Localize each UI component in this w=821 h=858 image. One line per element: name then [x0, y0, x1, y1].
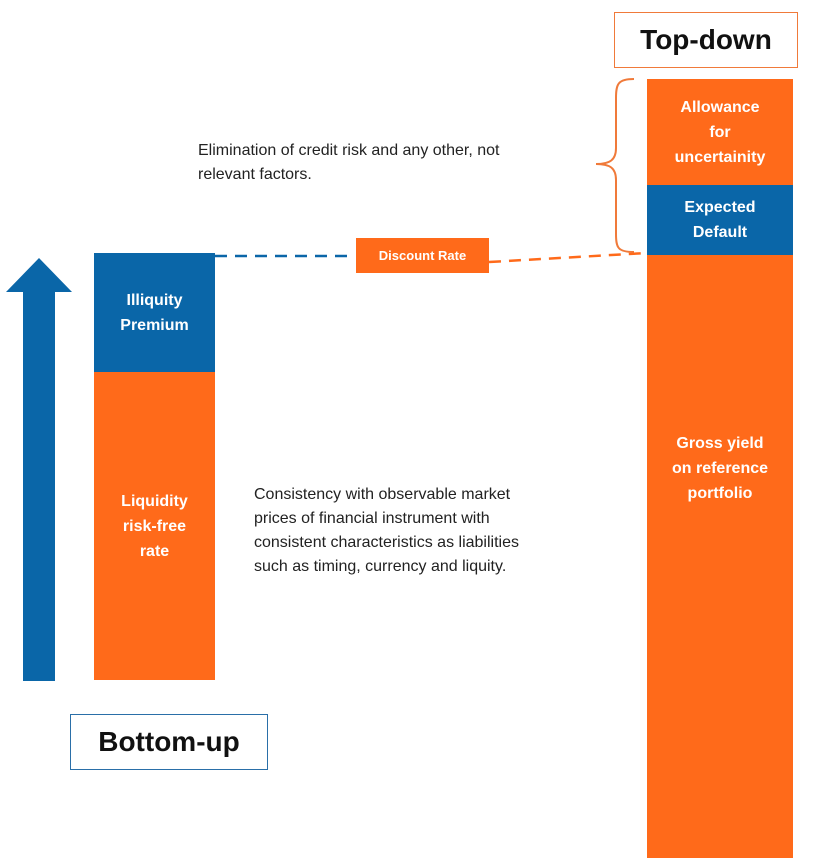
expected-default-label: Expected Default: [684, 199, 756, 241]
up-arrow-icon: [6, 258, 72, 681]
risk-free-rate-label: Liquidity risk-free rate: [121, 492, 188, 560]
gross-yield-block: Gross yield on reference portfolio: [647, 255, 793, 858]
bottom-up-text: Bottom-up: [98, 726, 240, 757]
illiquidity-premium-label: Illiquity Premium: [120, 291, 189, 334]
discount-rate-connector: [215, 251, 648, 264]
allowance-uncertainty-label: Allowance for uncertainity: [674, 98, 766, 166]
top-down-text: Top-down: [640, 24, 772, 55]
credit-risk-note: Elimination of credit risk and any other…: [198, 142, 500, 183]
gross-yield-label: Gross yield on reference portfolio: [671, 435, 769, 502]
discount-rate-text: Discount Rate: [378, 248, 467, 263]
curly-brace-icon: [595, 78, 635, 253]
risk-free-rate-block: Liquidity risk-free rate: [94, 372, 215, 680]
allowance-uncertainty-block: Allowance for uncertainity: [647, 79, 793, 185]
bottom-up-label: Bottom-up: [70, 714, 268, 770]
expected-default-block: Expected Default: [647, 185, 793, 255]
top-down-label: Top-down: [614, 12, 798, 68]
consistency-note: Consistency with observable market price…: [254, 486, 519, 575]
discount-rate-badge: Discount Rate: [356, 238, 489, 273]
illiquidity-premium-block: Illiquity Premium: [94, 253, 215, 372]
